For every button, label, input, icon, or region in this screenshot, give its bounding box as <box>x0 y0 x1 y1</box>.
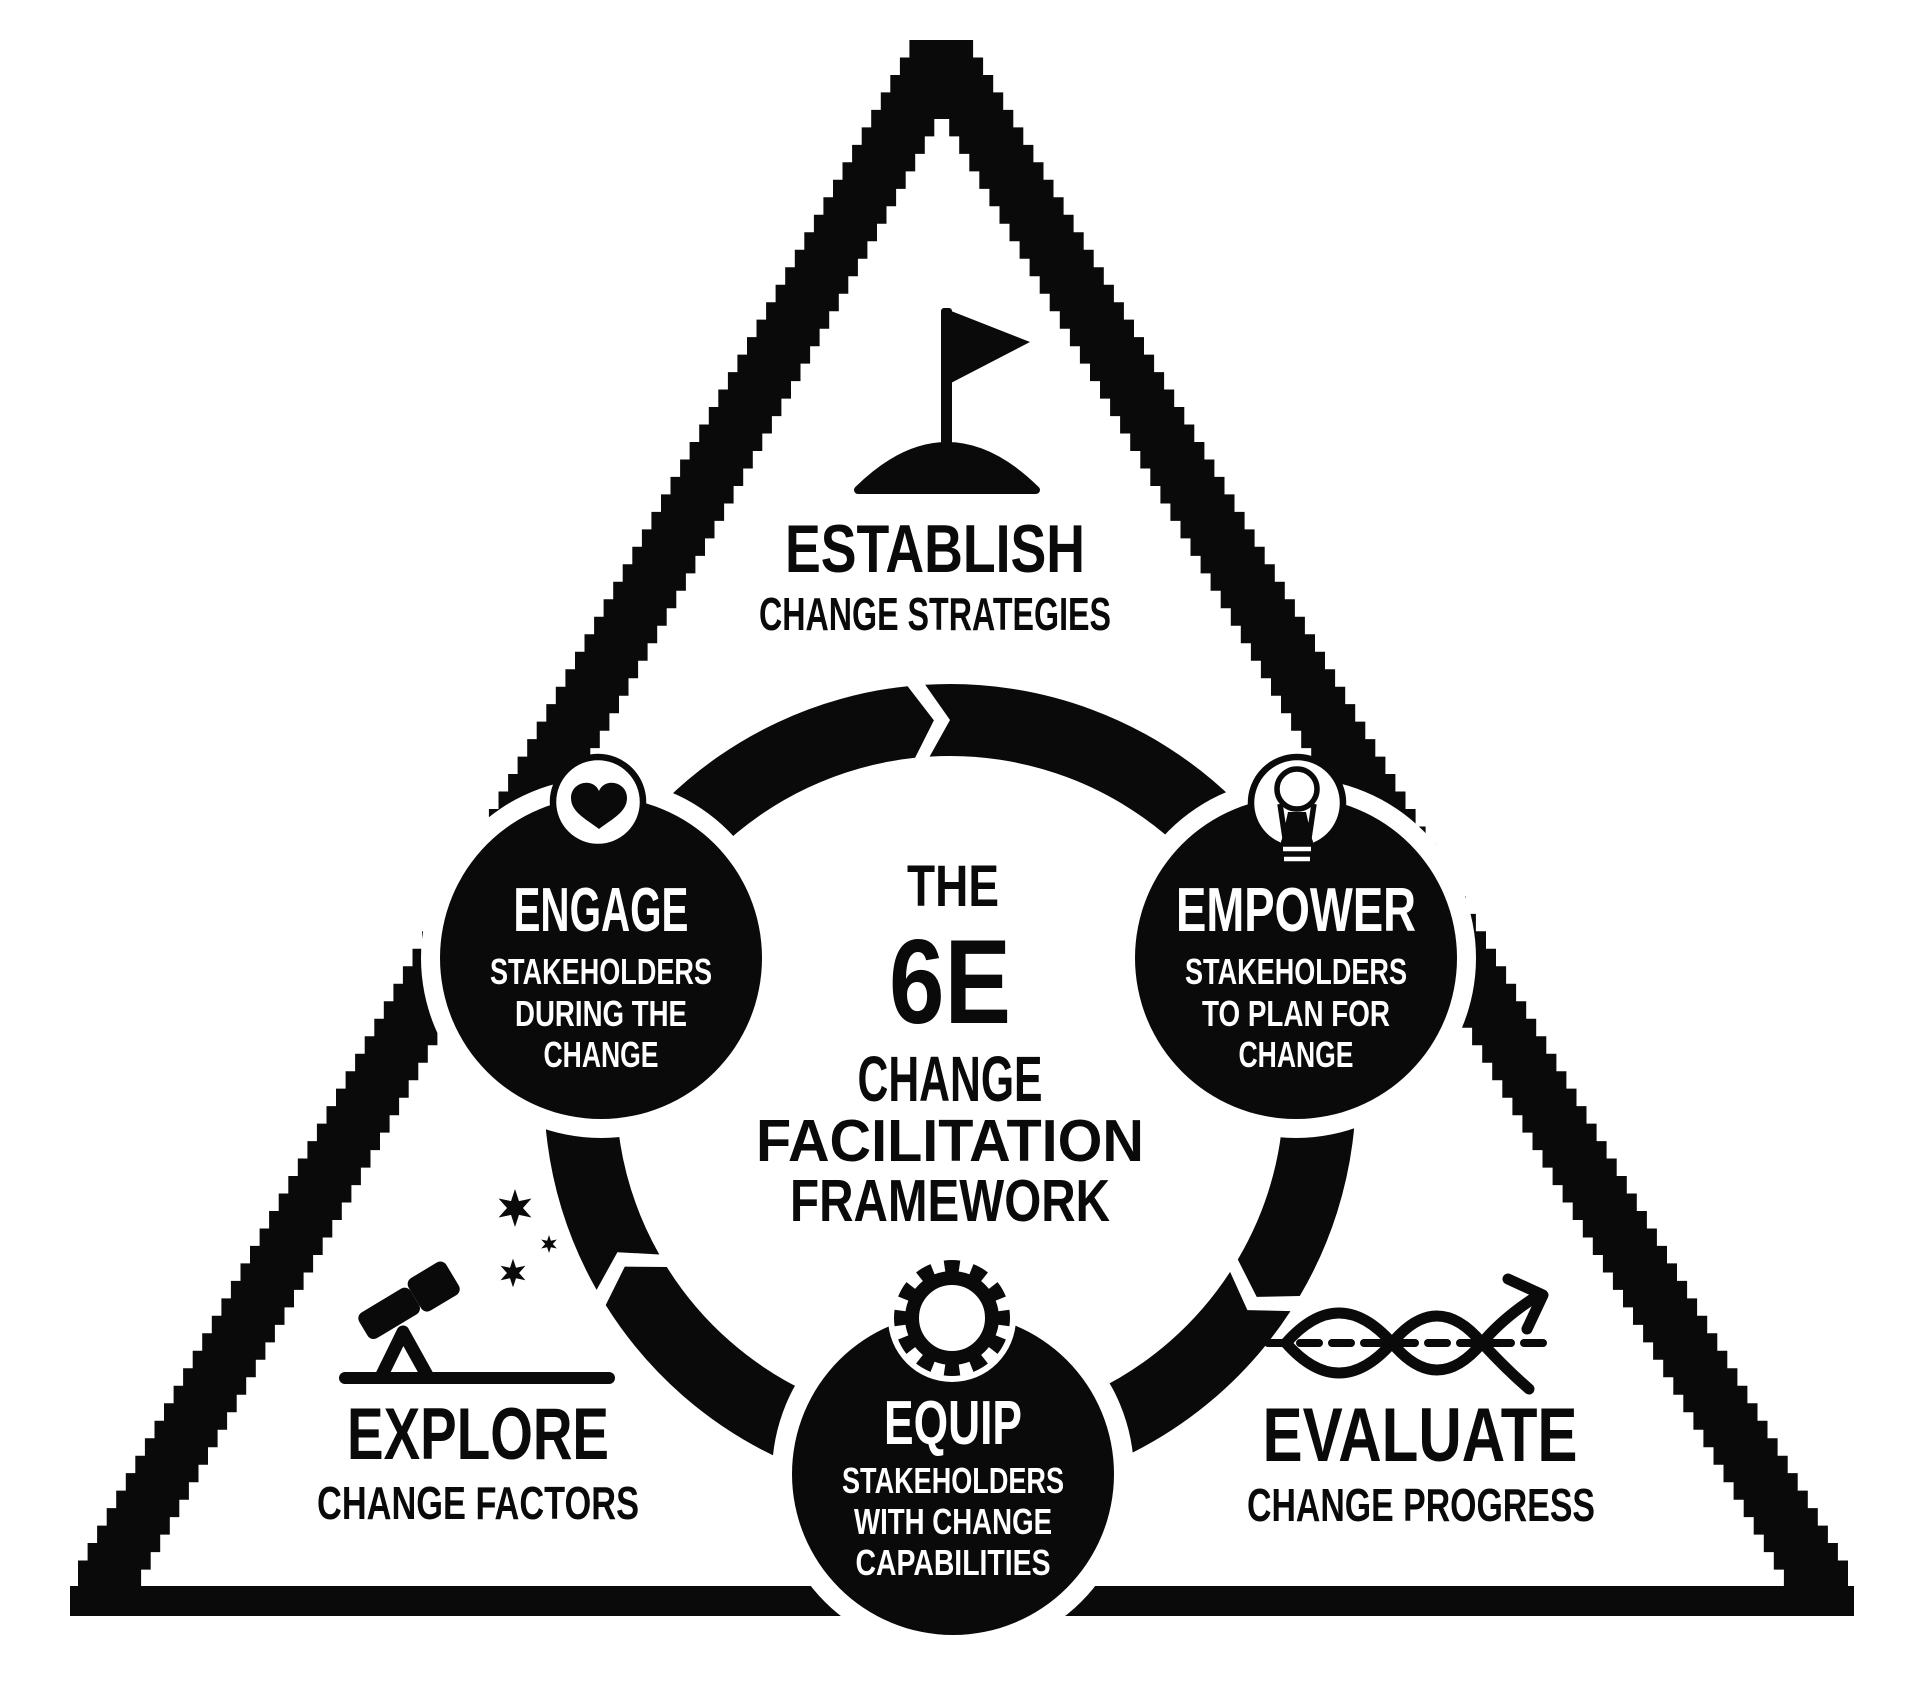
telescope-icon <box>339 1261 615 1384</box>
evaluate-subtitle: CHANGE PROGRESS <box>1247 1479 1595 1531</box>
center-line-framework: FRAMEWORK <box>790 1168 1110 1234</box>
lightbulb-badge <box>1247 753 1347 867</box>
center-line-change: CHANGE <box>858 1043 1043 1115</box>
star-large <box>498 1189 532 1227</box>
ring-segment-1 <box>666 686 934 851</box>
cycle-ring <box>545 684 1355 1460</box>
star-medium <box>500 1258 526 1288</box>
engage-circle <box>440 797 762 1119</box>
flag-mound <box>854 442 1040 494</box>
engage-line-3: CHANGE <box>544 1034 659 1075</box>
wavy-arrow-icon <box>1264 1273 1560 1395</box>
equip-line-3: CAPABILITIES <box>856 1542 1051 1583</box>
telescope-tube <box>358 1287 420 1340</box>
heart-badge <box>549 753 647 851</box>
equip-title: EQUIP <box>884 1389 1022 1458</box>
engage-title: ENGAGE <box>514 876 689 945</box>
equip-line-2: WITH CHANGE <box>854 1501 1052 1542</box>
engage-line-2: DURING THE <box>515 993 687 1034</box>
telescope-legs <box>374 1325 435 1384</box>
ring-segment-4 <box>1093 1271 1291 1457</box>
flag-pennant <box>946 309 1030 384</box>
ring-segment-6 <box>545 1115 660 1290</box>
gear-badge <box>888 1254 1016 1382</box>
bulb-filament <box>1282 812 1312 839</box>
gear-body <box>905 1271 999 1365</box>
gear-icon <box>894 1260 1010 1376</box>
telescope-front <box>407 1261 460 1312</box>
stars-icon <box>498 1189 557 1288</box>
engage-line-1: STAKEHOLDERS <box>490 951 712 992</box>
explore-subtitle: CHANGE FACTORS <box>317 1477 639 1529</box>
ring-segment-5 <box>605 1266 811 1460</box>
empower-title: EMPOWER <box>1176 876 1416 945</box>
empower-line-2: TO PLAN FOR <box>1202 993 1390 1034</box>
center-line-facilitation: FACILITATION <box>756 1108 1144 1174</box>
lightbulb-icon <box>1274 766 1320 867</box>
center-line-the: THE <box>907 854 999 919</box>
explore-title: EXPLORE <box>347 1394 609 1475</box>
establish-subtitle: CHANGE STRATEGIES <box>759 588 1111 640</box>
bulb-base <box>1281 837 1313 867</box>
equip-circle <box>792 1313 1114 1635</box>
empower-line-3: CHANGE <box>1239 1034 1354 1075</box>
arrowhead <box>1502 1273 1549 1335</box>
heart-icon <box>571 782 627 829</box>
equip-line-1: STAKEHOLDERS <box>842 1460 1064 1501</box>
wave-strands <box>1280 1292 1540 1395</box>
flag-icon <box>854 308 1040 494</box>
gear-teeth <box>894 1260 1010 1376</box>
star-small <box>541 1235 557 1253</box>
evaluate-title: EVALUATE <box>1263 1393 1578 1478</box>
empower-circle <box>1135 797 1457 1119</box>
ring-segment-2 <box>925 684 1235 852</box>
ring-segment-3 <box>1237 1116 1355 1297</box>
center-line-6e: 6E <box>889 915 1011 1049</box>
empower-line-1: STAKEHOLDERS <box>1185 951 1407 992</box>
establish-title: ESTABLISH <box>785 511 1085 587</box>
